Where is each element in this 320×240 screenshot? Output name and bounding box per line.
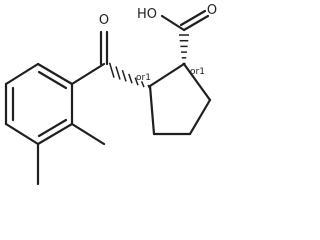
- ring-bond: [182, 62, 212, 102]
- ring-bond: [4, 122, 40, 146]
- ring-bond: [36, 122, 74, 146]
- acid-single-bond: [160, 14, 186, 32]
- ring-double-bond: [37, 70, 68, 90]
- ketone-oxygen-label: O: [99, 13, 109, 28]
- benzene-ring: [4, 62, 74, 146]
- acid-double-bond: [179, 9, 207, 27]
- ring-bond: [4, 62, 40, 86]
- stereo-label-ketone-center: or1: [136, 73, 151, 83]
- stereo-label-acid-center: or1: [190, 67, 205, 77]
- ring-double-bond: [37, 118, 68, 138]
- hashed-wedge-bond: [108, 62, 151, 90]
- acid-oxygen-label: O: [207, 3, 217, 18]
- hashed-wedge-bond: [179, 34, 189, 65]
- ring-bond: [148, 62, 186, 88]
- chemical-structure: O HO O or1 or1: [4, 3, 217, 186]
- methyl-bond-2: [70, 122, 106, 146]
- acid-double-bond: [182, 14, 210, 32]
- cyclopentane-ring: [148, 62, 212, 136]
- hydroxyl-label: HO: [137, 7, 157, 22]
- aryl-carbonyl-bond: [70, 62, 106, 86]
- ring-bond: [36, 62, 74, 86]
- ring-bond: [148, 84, 156, 136]
- ring-bond: [188, 98, 212, 136]
